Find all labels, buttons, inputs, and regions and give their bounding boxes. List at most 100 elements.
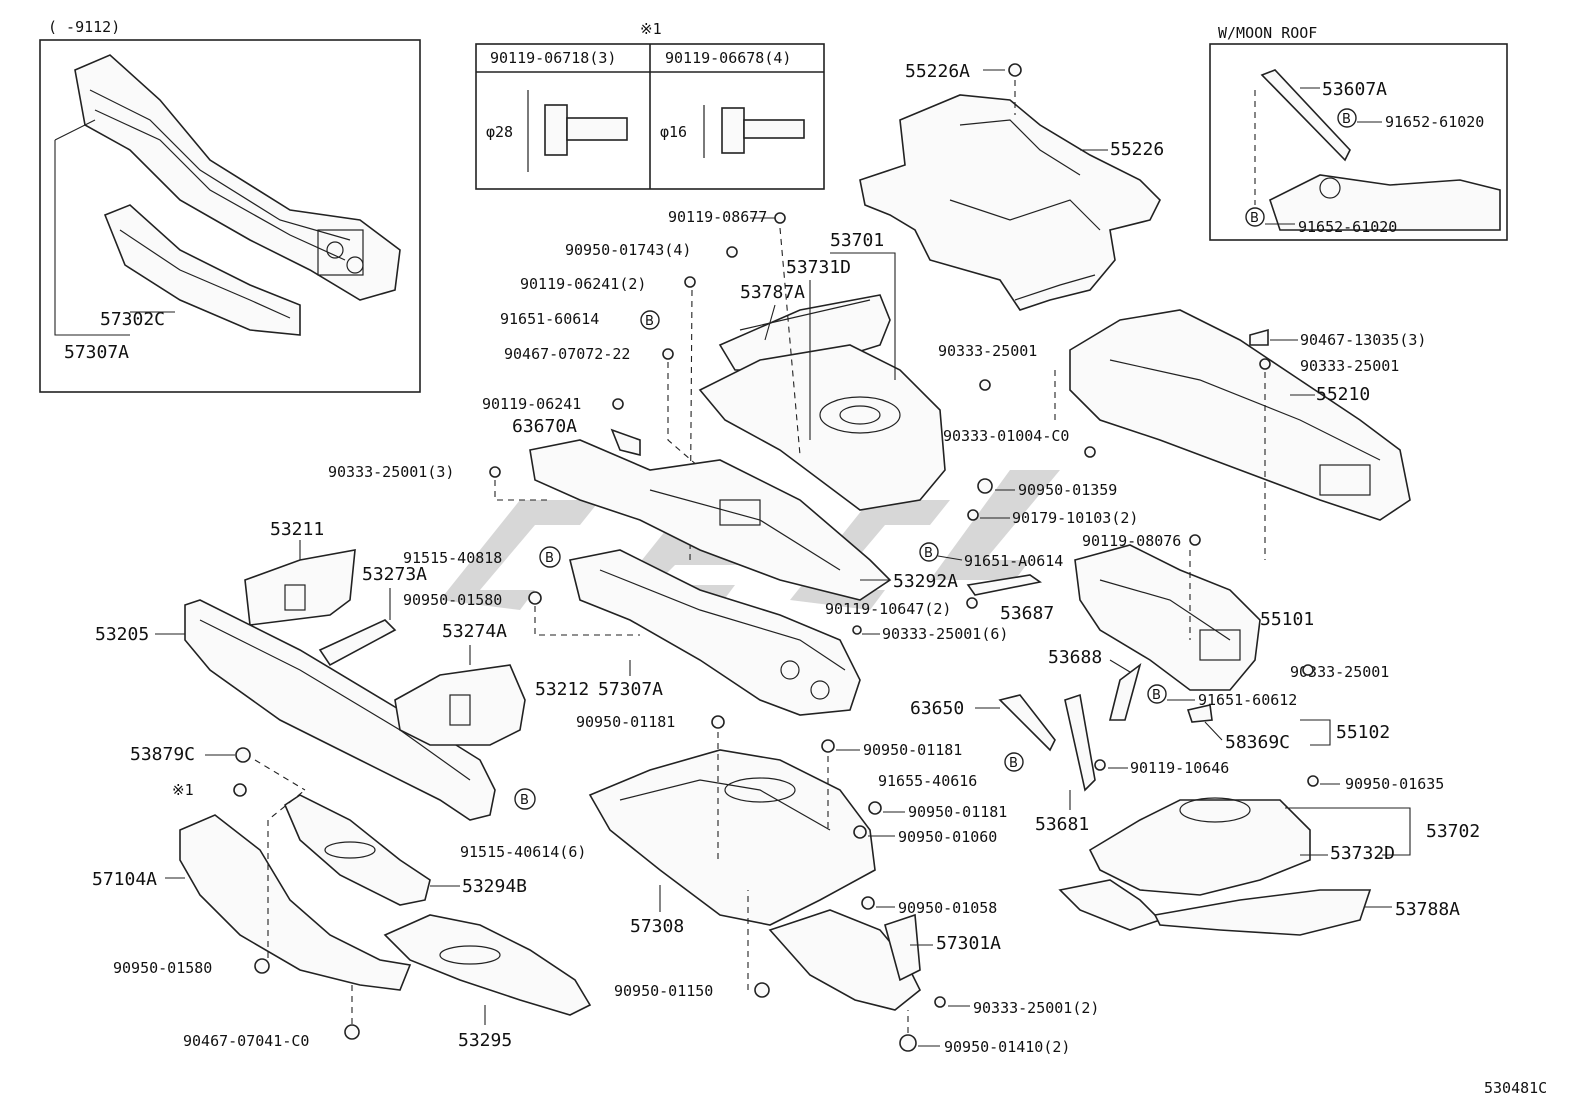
clip-icon bbox=[861, 896, 875, 910]
svg-text:B: B bbox=[924, 546, 933, 561]
part-57307A-main-support bbox=[569, 549, 861, 716]
label-90333-25001-c: 90333-25001 bbox=[1290, 663, 1389, 681]
inset-frame-moon-roof bbox=[1209, 43, 1508, 241]
label-91515-40818: 91515-40818 bbox=[403, 549, 502, 567]
label-57307A-inset: 57307A bbox=[64, 342, 129, 363]
inset-radiator-support-assy bbox=[74, 54, 401, 301]
svg-text:B: B bbox=[1009, 756, 1018, 771]
part-55101-cowl-panel bbox=[1074, 544, 1261, 691]
label-90950-01181-b: 90950-01181 bbox=[863, 741, 962, 759]
part-53205-bumper-reinforcement bbox=[184, 599, 496, 821]
badge-b-icon: B bbox=[640, 310, 660, 330]
part-53211-bracket bbox=[244, 549, 356, 626]
label-53688: 53688 bbox=[1048, 647, 1102, 668]
svg-text:B: B bbox=[1250, 211, 1259, 226]
label-90333-01004-C0: 90333-01004-C0 bbox=[943, 427, 1069, 445]
label-63670A: 63670A bbox=[512, 416, 577, 437]
label-90119-10646: 90119-10646 bbox=[1130, 759, 1229, 777]
bolt-icon bbox=[1189, 534, 1201, 546]
label-53607A: 53607A bbox=[1322, 79, 1387, 100]
label-90333-25001-3: 90333-25001(3) bbox=[328, 463, 454, 481]
label-55226: 55226 bbox=[1110, 139, 1164, 160]
label-57104A: 57104A bbox=[92, 869, 157, 890]
label-55101: 55101 bbox=[1260, 609, 1314, 630]
bolt-icon bbox=[612, 398, 624, 410]
label-53294B: 53294B bbox=[462, 876, 527, 897]
label-53295: 53295 bbox=[458, 1030, 512, 1051]
label-53274A: 53274A bbox=[442, 621, 507, 642]
bolt-part-2: 90119-06678(4) bbox=[665, 49, 791, 67]
label-90333-25001-6: 90333-25001(6) bbox=[882, 625, 1008, 643]
label-90950-01181-a: 90950-01181 bbox=[576, 713, 675, 731]
part-53681-stay bbox=[1064, 693, 1096, 792]
bolt-part-1: 90119-06718(3) bbox=[490, 49, 616, 67]
label-90467-07041-C0: 90467-07041-C0 bbox=[183, 1032, 309, 1050]
plug-icon bbox=[489, 466, 501, 478]
bolt-icon bbox=[967, 509, 979, 521]
bolt-icon bbox=[233, 783, 247, 797]
part-53273A-bracket bbox=[318, 619, 397, 667]
label-90467-13035-3: 90467-13035(3) bbox=[1300, 331, 1426, 349]
label-90950-01580-b: 90950-01580 bbox=[113, 959, 212, 977]
part-57308-under-cover bbox=[588, 749, 876, 926]
label-57307A-main: 57307A bbox=[598, 679, 663, 700]
label-53205: 53205 bbox=[95, 624, 149, 645]
label-53292A: 53292A bbox=[893, 571, 958, 592]
clip-icon bbox=[853, 825, 867, 839]
inset-frame-early bbox=[39, 39, 421, 393]
part-57104A-under-cover bbox=[179, 814, 412, 991]
plug-icon bbox=[1259, 358, 1271, 370]
label-55210: 55210 bbox=[1316, 384, 1370, 405]
svg-text:B: B bbox=[1152, 688, 1161, 703]
clip-icon bbox=[344, 1024, 360, 1040]
label-55102: 55102 bbox=[1336, 722, 1390, 743]
clip-icon bbox=[1249, 328, 1269, 346]
label-90119-08076: 90119-08076 bbox=[1082, 532, 1181, 550]
label-90950-01580-a: 90950-01580 bbox=[403, 591, 502, 609]
label-90119-06241-2: 90119-06241(2) bbox=[520, 275, 646, 293]
label-90950-01359: 90950-01359 bbox=[1018, 481, 1117, 499]
label-53788A: 53788A bbox=[1395, 899, 1460, 920]
badge-b-icon: B bbox=[1004, 752, 1024, 772]
part-53688-stay bbox=[1108, 662, 1142, 721]
label-53879C: 53879C bbox=[130, 744, 195, 765]
label-90950-01058: 90950-01058 bbox=[898, 899, 997, 917]
label-53787A: 53787A bbox=[740, 282, 805, 303]
clip-icon bbox=[1307, 775, 1319, 787]
part-53294B-cover bbox=[284, 794, 431, 906]
bolt-dim-2: φ16 bbox=[660, 123, 687, 141]
label-90333-25001-b: 90333-25001 bbox=[1300, 357, 1399, 375]
catalog-number: 530481C bbox=[1484, 1079, 1547, 1097]
bolt-icon bbox=[1094, 759, 1106, 771]
label-mark-1: ※1 bbox=[172, 781, 194, 799]
label-91652-61020-b: 91652-61020 bbox=[1298, 218, 1397, 236]
label-90950-01181-c: 90950-01181 bbox=[908, 803, 1007, 821]
label-53732D: 53732D bbox=[1330, 843, 1395, 864]
part-53274A-bracket bbox=[394, 664, 526, 746]
part-58369C-bracket bbox=[1186, 704, 1213, 723]
label-91651-A0614: 91651-A0614 bbox=[964, 552, 1063, 570]
clip-icon bbox=[899, 1034, 917, 1052]
plug-icon bbox=[979, 379, 991, 391]
label-90119-10647-2: 90119-10647(2) bbox=[825, 600, 951, 618]
label-90333-25001-2: 90333-25001(2) bbox=[973, 999, 1099, 1017]
label-53681: 53681 bbox=[1035, 814, 1089, 835]
clip-icon bbox=[235, 747, 251, 763]
bolt-table-marker: ※1 bbox=[640, 20, 662, 38]
inset-date-range: ( -9112) bbox=[48, 18, 120, 36]
svg-text:B: B bbox=[645, 314, 654, 329]
label-90119-08677: 90119-08677 bbox=[668, 208, 767, 226]
label-63650: 63650 bbox=[910, 698, 964, 719]
moon-roof-title: W/MOON ROOF bbox=[1218, 24, 1317, 42]
plug-icon bbox=[934, 996, 946, 1008]
label-53687: 53687 bbox=[1000, 603, 1054, 624]
label-90179-10103-2: 90179-10103(2) bbox=[1012, 509, 1138, 527]
clip-icon bbox=[528, 591, 542, 605]
svg-text:B: B bbox=[1342, 112, 1351, 127]
badge-b-icon: B bbox=[1245, 207, 1265, 227]
inset-lower-support bbox=[103, 204, 301, 336]
part-55226-apron bbox=[859, 94, 1161, 311]
part-53292A-hood-lock-support bbox=[529, 439, 892, 601]
part-53295-cover bbox=[383, 914, 592, 1016]
